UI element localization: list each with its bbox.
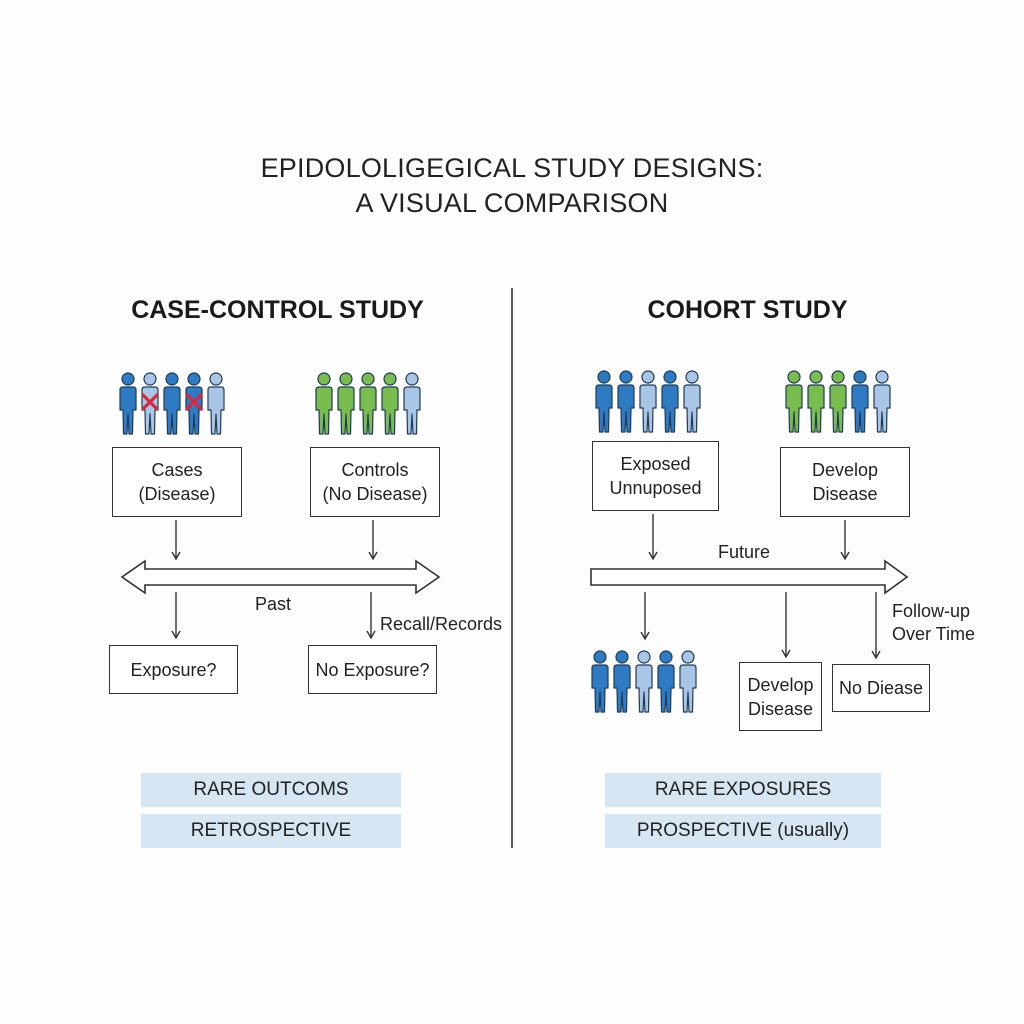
person-icon — [639, 370, 657, 433]
develop-box-bottom-line-2: Disease — [747, 698, 814, 719]
cases-box-line-2: (Disease) — [138, 484, 216, 504]
person-figure — [681, 370, 703, 434]
rare-exposures-chip: RARE EXPOSURES — [605, 773, 881, 807]
develop-disease-box-top: Develop Disease — [780, 447, 910, 517]
person-figure — [611, 650, 633, 714]
cohort-heading: COHORT STUDY — [647, 296, 848, 324]
person-icon — [337, 372, 355, 435]
develop-box-top-line-2: Disease — [812, 484, 878, 504]
person-figure — [401, 372, 423, 436]
person-figure — [313, 372, 335, 436]
person-icon — [683, 370, 701, 433]
past-label: Past — [255, 594, 292, 614]
person-icon — [661, 370, 679, 433]
person-icon — [591, 650, 609, 713]
person-figure — [139, 372, 161, 436]
no-disease-box-text: No Diease — [838, 678, 924, 698]
person-figure — [805, 370, 827, 434]
exposed-box: Exposed Unnuposed — [592, 441, 719, 511]
person-figure — [589, 650, 611, 714]
person-icon — [807, 370, 825, 433]
x-mark-icon — [141, 393, 159, 411]
person-figure — [827, 370, 849, 434]
exposed-box-line-1: Exposed — [620, 454, 691, 474]
person-icon — [163, 372, 181, 435]
person-icon — [595, 370, 613, 433]
rare-outcomes-chip: RARE OUTCOMS — [141, 773, 401, 807]
person-figure — [161, 372, 183, 436]
person-icon — [657, 650, 675, 713]
cases-box: Cases (Disease) — [112, 447, 242, 517]
person-icon — [785, 370, 803, 433]
person-icon — [873, 370, 891, 433]
person-icon — [617, 370, 635, 433]
person-figure — [183, 372, 205, 436]
x-mark-icon — [185, 393, 203, 411]
person-icon — [359, 372, 377, 435]
develop-box-bottom-line-1: Develop — [747, 674, 814, 695]
exposed-box-line-2: Unnuposed — [609, 478, 702, 498]
develop-disease-box-bottom: Develop Disease — [739, 662, 822, 731]
followup-label-line-2: Over Time — [892, 624, 976, 644]
person-icon — [613, 650, 631, 713]
person-icon — [403, 372, 421, 435]
followup-label: Follow-up Over Time — [892, 600, 975, 646]
person-figure — [357, 372, 379, 436]
controls-box-line-1: Controls — [341, 460, 409, 480]
person-figure — [871, 370, 893, 434]
no-disease-box: No Diease — [832, 664, 930, 712]
person-figure — [205, 372, 227, 436]
controls-box-line-2: (No Disease) — [322, 484, 428, 504]
past-timeline-arrow — [120, 559, 441, 595]
diagram-title-line-2: A VISUAL COMPARISON — [355, 188, 669, 218]
person-figure — [659, 370, 681, 434]
person-figure — [633, 650, 655, 714]
recall-records-label: Recall/Records — [380, 614, 503, 634]
future-timeline-arrow — [590, 559, 909, 595]
case-control-heading: CASE-CONTROL STUDY — [131, 296, 424, 324]
person-figure — [593, 370, 615, 434]
no-exposure-box: No Exposure? — [308, 645, 437, 694]
cases-box-line-1: Cases — [151, 460, 203, 480]
future-label: Future — [718, 542, 771, 562]
retrospective-chip: RETROSPECTIVE — [141, 814, 401, 848]
person-figure — [783, 370, 805, 434]
person-icon — [315, 372, 333, 435]
prospective-chip: PROSPECTIVE (usually) — [605, 814, 881, 848]
develop-box-top-line-1: Develop — [811, 460, 879, 480]
person-figure — [637, 370, 659, 434]
person-icon — [207, 372, 225, 435]
exposure-box-text: Exposure? — [130, 659, 217, 680]
followup-label-line-1: Follow-up — [892, 601, 971, 621]
controls-box: Controls (No Disease) — [310, 447, 440, 517]
exposure-box: Exposure? — [109, 645, 238, 694]
person-icon — [381, 372, 399, 435]
person-icon — [829, 370, 847, 433]
person-icon — [635, 650, 653, 713]
person-figure — [615, 370, 637, 434]
person-figure — [335, 372, 357, 436]
person-figure — [677, 650, 699, 714]
person-figure — [655, 650, 677, 714]
no-exposure-box-text: No Exposure? — [315, 659, 430, 680]
person-icon — [119, 372, 137, 435]
diagram-title-line-1: EPIDOLOLIGEGICAL STUDY DESIGNS: — [260, 153, 764, 183]
person-figure — [379, 372, 401, 436]
person-icon — [851, 370, 869, 433]
person-figure — [117, 372, 139, 436]
person-icon — [679, 650, 697, 713]
person-figure — [849, 370, 871, 434]
